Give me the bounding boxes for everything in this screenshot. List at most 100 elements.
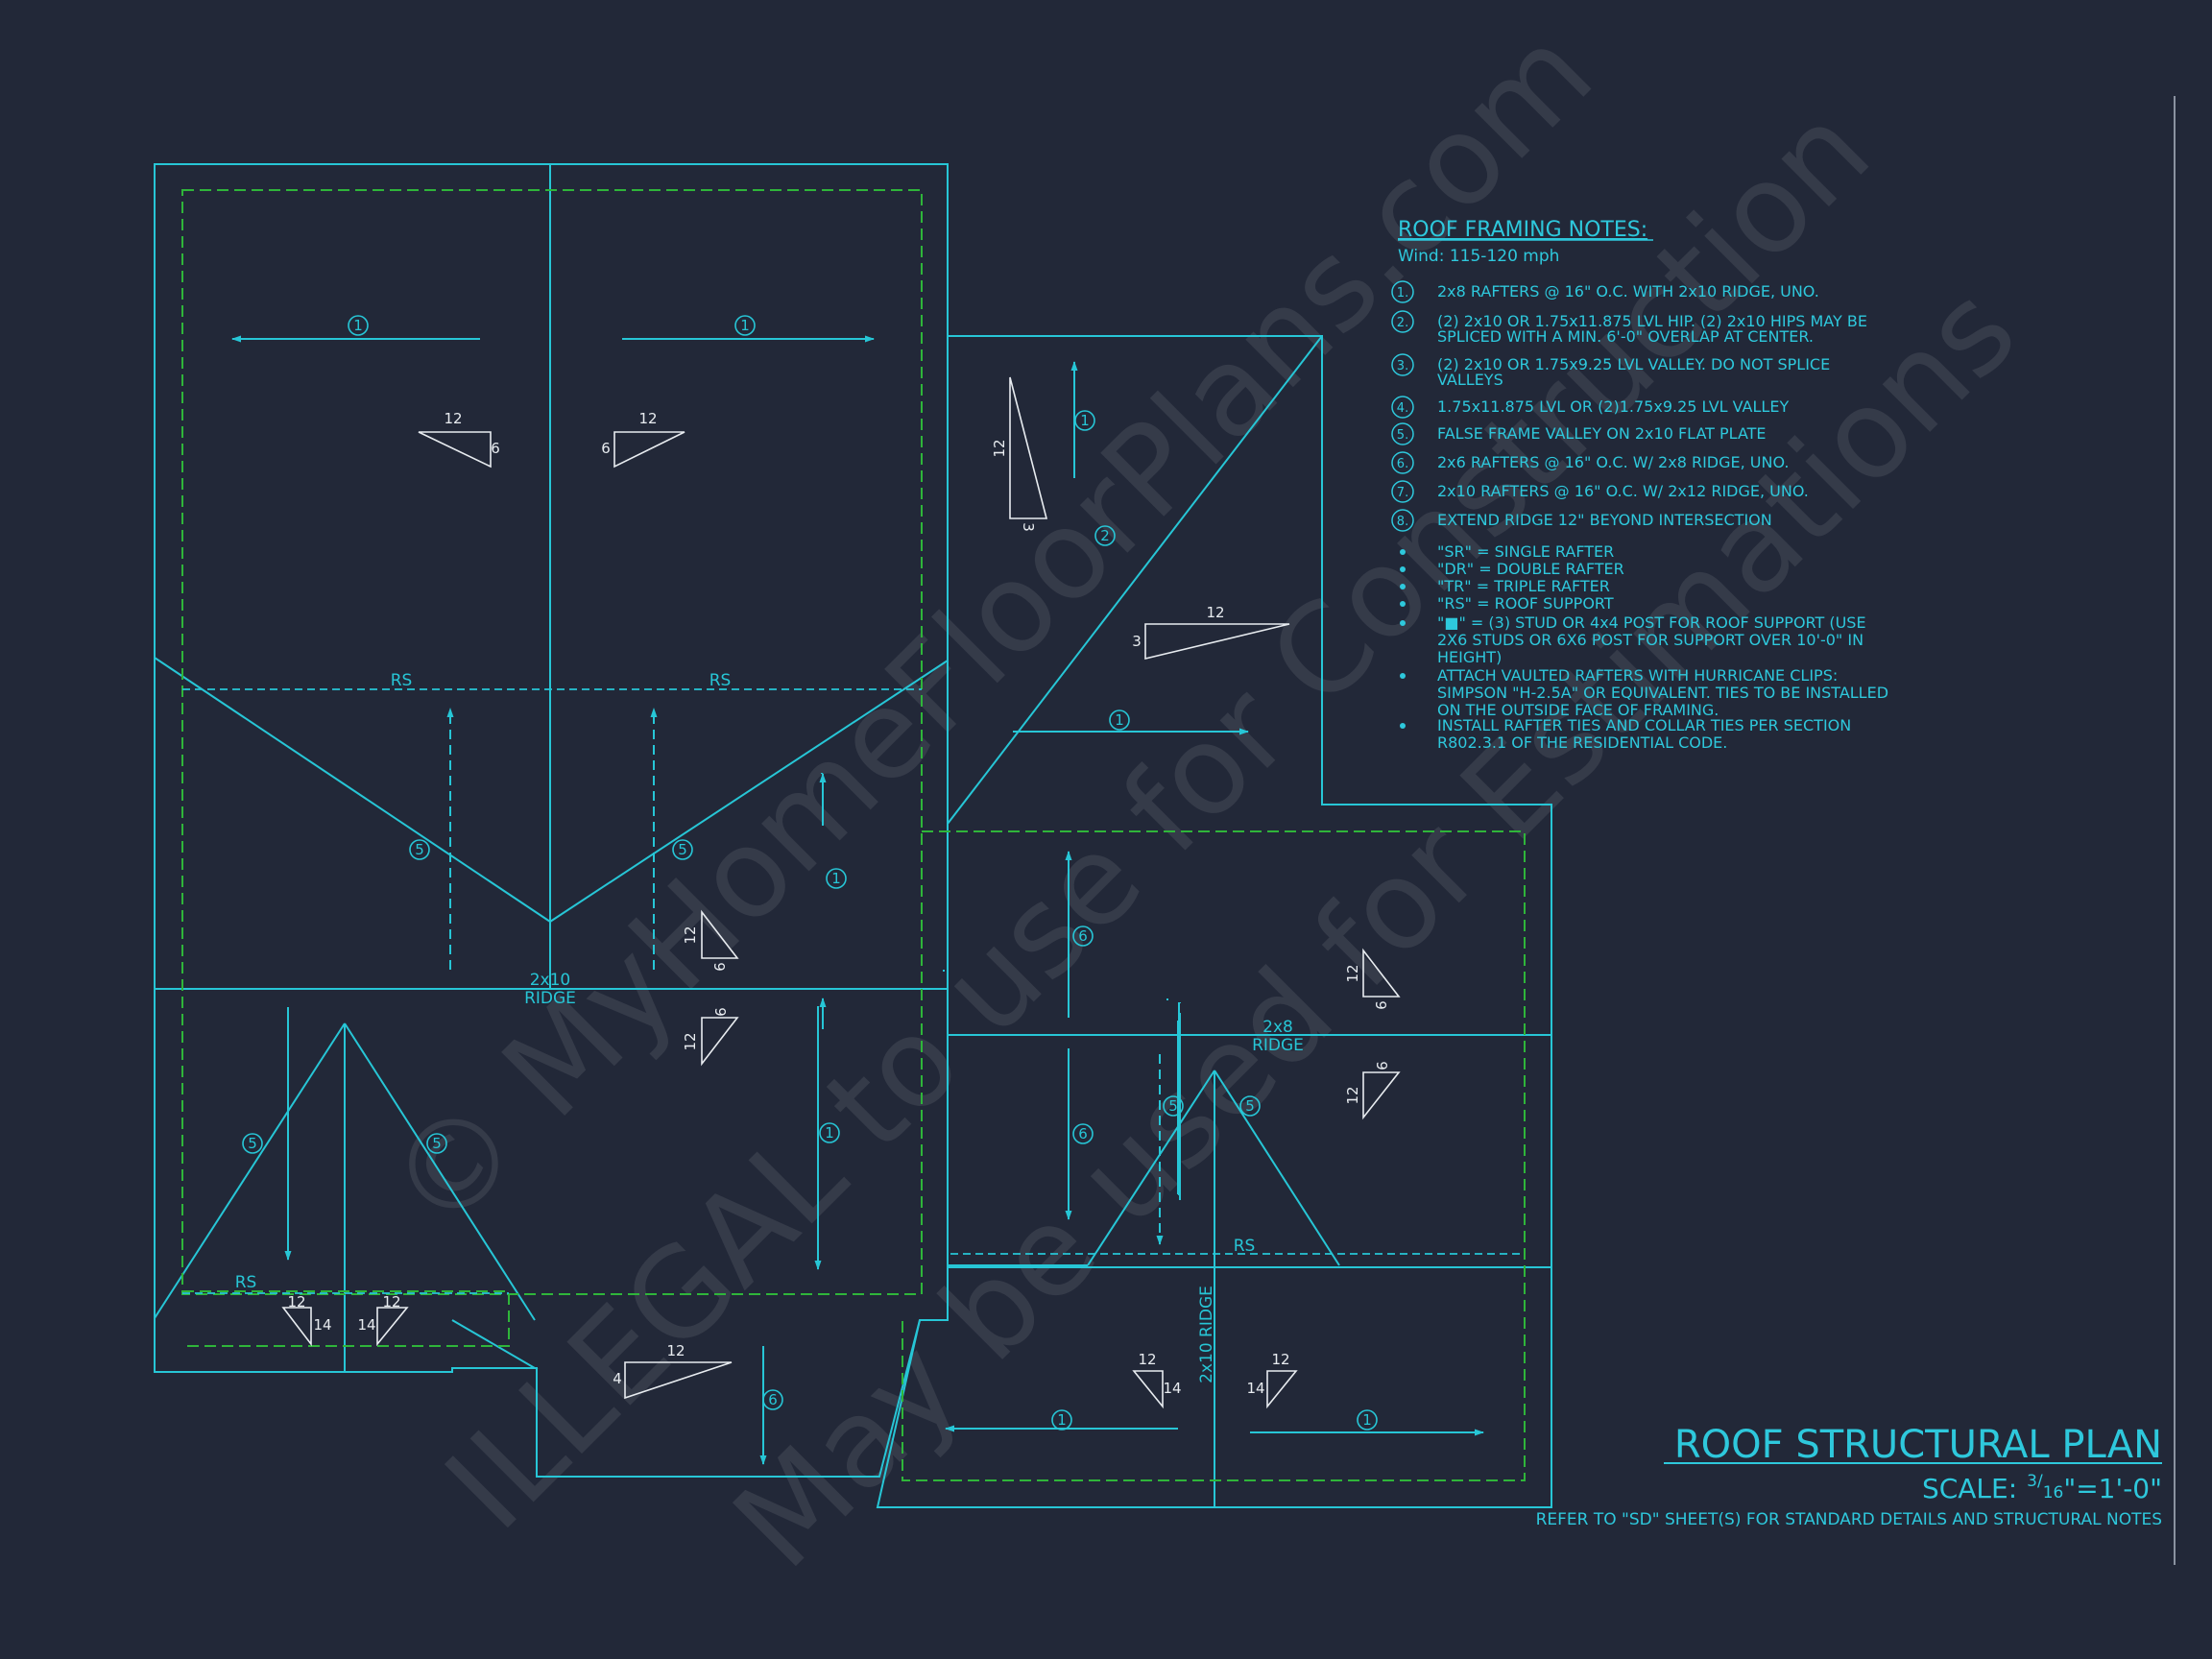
- note-number-circle: [1391, 480, 1414, 503]
- note-number-circle: [1391, 451, 1414, 474]
- slope-label: 3: [1132, 633, 1142, 650]
- slope-label: 14: [357, 1316, 375, 1334]
- note-text: 1.75x11.875 LVL OR (2)1.75x9.25 LVL VALL…: [1437, 397, 1789, 416]
- slope-labels: 12 6 12 6 12 3 12 3 12 9 9 12 12 9 9 12 …: [287, 410, 1390, 1397]
- note-text: VALLEYS: [1437, 371, 1503, 389]
- note-number: 8.: [1397, 515, 1408, 529]
- callout-number: 6: [768, 1391, 778, 1408]
- slope-label: 12: [682, 926, 699, 944]
- note-text: SPLICED WITH A MIN. 6'-0" OVERLAP AT CEN…: [1437, 327, 1814, 346]
- note-number: 3.: [1397, 359, 1408, 373]
- notes-wind: Wind: 115-120 mph: [1398, 247, 1559, 266]
- rafter-arrows: [231, 335, 1484, 1465]
- note-bullet-text: ATTACH VAULTED RAFTERS WITH HURRICANE CL…: [1437, 666, 1838, 685]
- note-bullet-text: "RS" = ROOF SUPPORT: [1437, 594, 1614, 613]
- note-text: FALSE FRAME VALLEY ON 2x10 FLAT PLATE: [1437, 424, 1767, 443]
- ridge-word-label: RIDGE: [1252, 1036, 1304, 1055]
- callout-number: 5: [415, 841, 424, 858]
- note-bullet-dot: [1400, 673, 1406, 679]
- callout-number: 1: [740, 317, 750, 334]
- note-bullet-dot: [1400, 723, 1406, 729]
- note-number-circle: [1391, 280, 1414, 303]
- note-number: 4.: [1397, 401, 1408, 416]
- rs-label: RS: [391, 671, 413, 690]
- slope-label: 3: [1020, 522, 1037, 532]
- watermark-line-2: ILLEGAL to use for Construction: [420, 79, 1897, 1556]
- note-bullet-dot: [1400, 584, 1406, 589]
- slope-label: 12: [638, 410, 657, 427]
- slope-label: 12: [1344, 1086, 1361, 1104]
- note-bullets: "SR" = SINGLE RAFTER"DR" = DOUBLE RAFTER…: [1400, 542, 1888, 752]
- slope-label: 12: [991, 439, 1008, 457]
- note-bullet-dot: [1400, 620, 1406, 626]
- note-number-circle: [1391, 509, 1414, 532]
- note-bullet-text: "■" = (3) STUD OR 4x4 POST FOR ROOF SUPP…: [1437, 613, 1866, 632]
- notes-title: ROOF FRAMING NOTES:: [1398, 218, 1647, 242]
- note-text: (2) 2x10 OR 1.75x11.875 LVL HIP. (2) 2x1…: [1437, 312, 1867, 330]
- note-number-circle: [1391, 422, 1414, 445]
- slope-label: 12: [1344, 964, 1361, 982]
- callout-number: 1: [1057, 1411, 1067, 1429]
- ridge-word-label: RIDGE: [524, 989, 576, 1008]
- note-bullet-text: INSTALL RAFTER TIES AND COLLAR TIES PER …: [1437, 716, 1851, 734]
- callout-number: 6: [1078, 927, 1088, 945]
- note-text: EXTEND RIDGE 12" BEYOND INTERSECTION: [1437, 511, 1772, 529]
- note-number-circle: [1391, 396, 1414, 419]
- note-bullet-text: "DR" = DOUBLE RAFTER: [1437, 560, 1624, 578]
- scale-denominator: 16: [2043, 1483, 2064, 1503]
- callout-number: 5: [1168, 1097, 1178, 1115]
- note-bullet-text: "TR" = TRIPLE RAFTER: [1437, 577, 1610, 595]
- sheet-title: ROOF STRUCTURAL PLAN: [1674, 1423, 2162, 1467]
- note-text: 2x10 RAFTERS @ 16" O.C. W/ 2x12 RIDGE, U…: [1437, 482, 1809, 500]
- note-text: 2x8 RAFTERS @ 16" O.C. WITH 2x10 RIDGE, …: [1437, 282, 1819, 301]
- slope-label: 12: [682, 1032, 699, 1050]
- scale-word: SCALE:: [1922, 1473, 2017, 1504]
- callout-number: 6: [1078, 1125, 1088, 1142]
- slope-label: 6: [601, 440, 611, 457]
- roof-support-lines: [182, 688, 1525, 1294]
- callout-number: 1: [353, 317, 363, 334]
- scale-label: SCALE: 3/16"=1'-0": [1922, 1472, 2162, 1504]
- dashed-rafter-arrows: [284, 708, 1164, 1261]
- scale-numerator: 3: [2027, 1472, 2037, 1491]
- note-bullet-dot: [1400, 549, 1406, 555]
- note-bullet-text: 2X6 STUDS OR 6X6 POST FOR SUPPORT OVER 1…: [1437, 631, 1863, 649]
- callout-number: 5: [432, 1135, 442, 1152]
- slope-label: 9: [710, 962, 728, 972]
- note-text: 2x6 RAFTERS @ 16" O.C. W/ 2x8 RIDGE, UNO…: [1437, 453, 1790, 471]
- note-number: 5.: [1397, 428, 1408, 443]
- slope-label: 12: [1271, 1351, 1289, 1368]
- scale-slash: /: [2037, 1472, 2043, 1491]
- callout-number: 5: [678, 841, 687, 858]
- roof-framing-notes: ROOF FRAMING NOTES: Wind: 115-120 mph 1.…: [1391, 218, 1888, 752]
- callout-number: 1: [1115, 711, 1124, 729]
- note-bullet-dot: [1400, 601, 1406, 607]
- ridge-vertical-label: 2x10 RIDGE: [1197, 1286, 1216, 1383]
- slope-label: 14: [1246, 1380, 1264, 1397]
- slope-label: 4: [613, 1370, 622, 1387]
- note-number: 6.: [1397, 457, 1408, 471]
- note-number-circle: [1391, 353, 1414, 376]
- note-number: 7.: [1397, 486, 1408, 500]
- slope-label: 12: [444, 410, 462, 427]
- note-bullet-text: HEIGHT): [1437, 648, 1502, 666]
- callout-numbers: 1 1 1 2 1 5 5 1 5 5 1 6 6 5 5 6 1 1: [248, 317, 1372, 1429]
- note-bullet-text: R802.3.1 OF THE RESIDENTIAL CODE.: [1437, 733, 1727, 752]
- wall-outline-dashed: [181, 189, 1526, 1481]
- scale-rest: "=1'-0": [2063, 1473, 2162, 1504]
- note-items: 1.2x8 RAFTERS @ 16" O.C. WITH 2x10 RIDGE…: [1391, 280, 1867, 532]
- callout-number: 1: [1362, 1411, 1372, 1429]
- slope-label: 14: [1163, 1380, 1181, 1397]
- ridge-size-label: 2x10: [530, 971, 571, 990]
- refer-note: REFER TO "SD" SHEET(S) FOR STANDARD DETA…: [1536, 1510, 2162, 1529]
- slope-label: 12: [287, 1293, 305, 1310]
- note-text: (2) 2x10 OR 1.75x9.25 LVL VALLEY. DO NOT…: [1437, 355, 1830, 373]
- callout-number: 5: [248, 1135, 257, 1152]
- slope-label: 12: [666, 1342, 685, 1359]
- title-block: ROOF STRUCTURAL PLAN SCALE: 3/16"=1'-0" R…: [1536, 1423, 2162, 1529]
- slope-label: 9: [1372, 1000, 1389, 1010]
- callout-number: 2: [1100, 527, 1110, 544]
- slope-label: 6: [491, 440, 500, 457]
- note-number-circle: [1391, 310, 1414, 333]
- note-bullet-dot: [1400, 566, 1406, 572]
